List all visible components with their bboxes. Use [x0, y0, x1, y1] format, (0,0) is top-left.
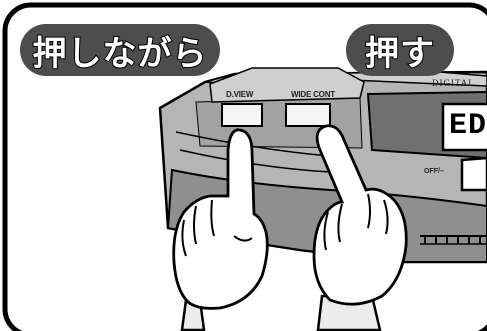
display-readout: ED: [449, 109, 487, 143]
brand-label: DIGITAL: [432, 78, 475, 88]
dview-button-label: D.VIEW: [226, 90, 254, 99]
caption-press: 押す: [346, 24, 454, 76]
button-plate: [209, 67, 365, 103]
wide-cont-button[interactable]: [285, 103, 331, 127]
dview-button[interactable]: [221, 103, 263, 127]
caption-hold-while-pressing: 押しながら: [20, 24, 220, 76]
power-switch-label: OFF/–: [424, 168, 444, 175]
wide-cont-button-label: WIDE CONT: [291, 90, 335, 99]
right-hand-icon: [312, 124, 408, 331]
left-hand-icon: [172, 128, 269, 331]
